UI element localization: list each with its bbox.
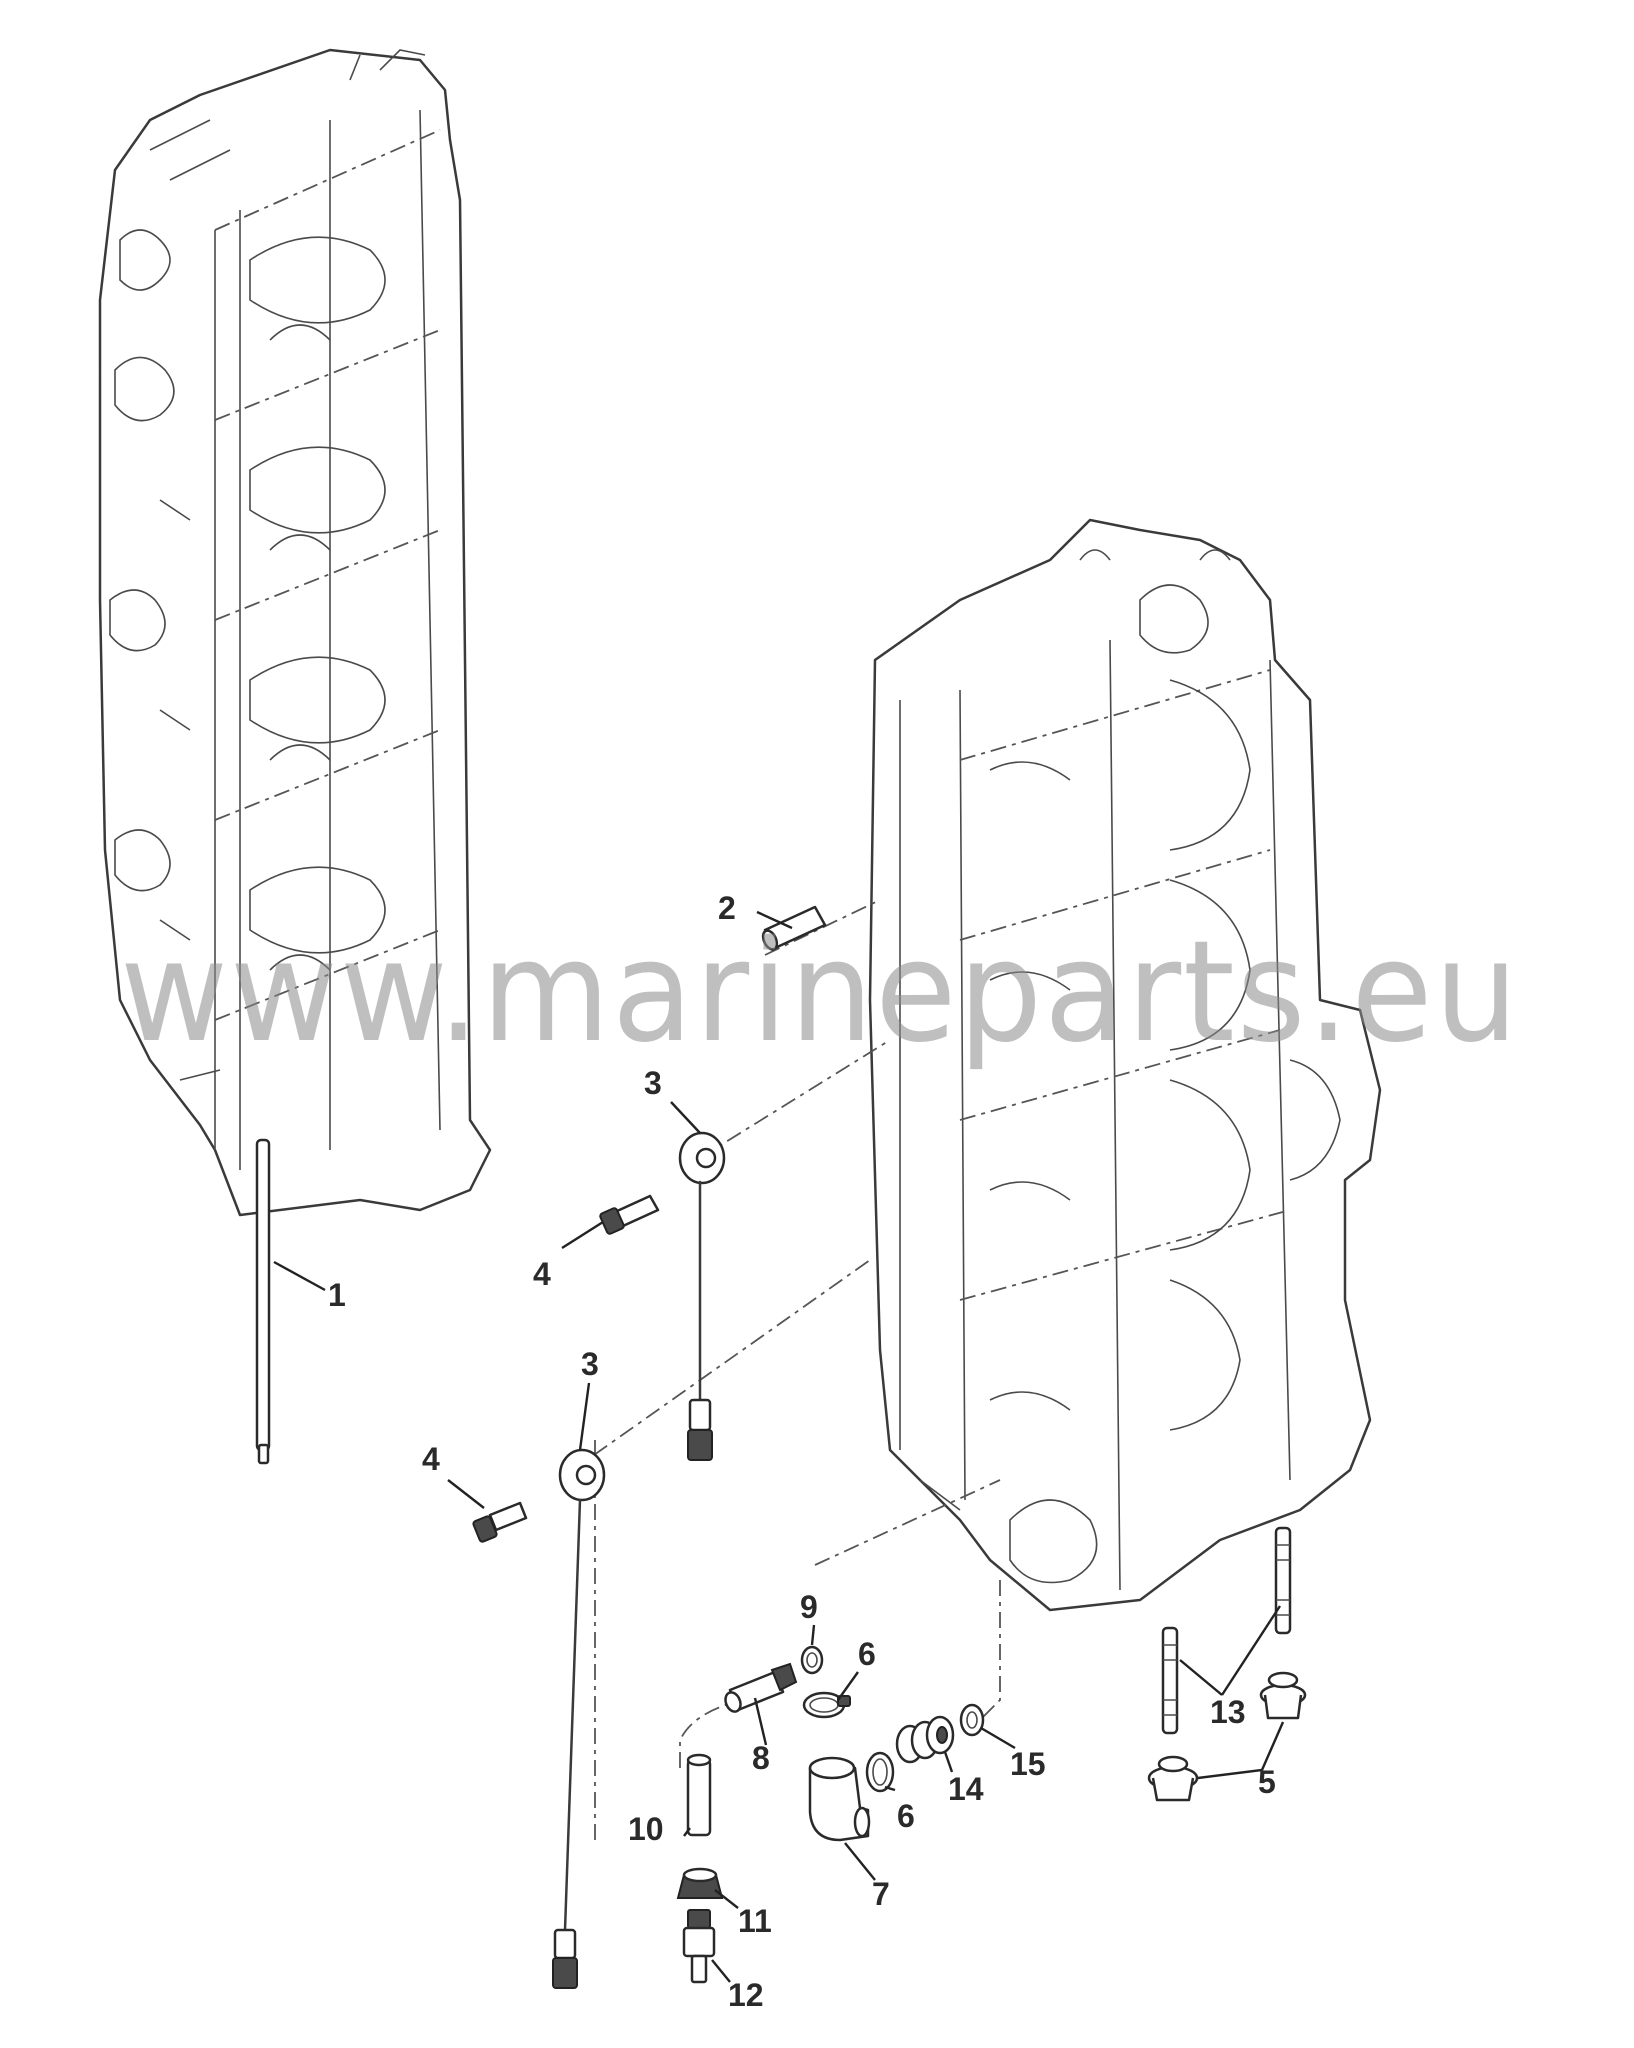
callout-1: 1 xyxy=(328,1277,346,1313)
watermark-text: www.marineparts.eu xyxy=(120,911,1520,1074)
callout-2: 2 xyxy=(718,890,736,926)
part-3-knock-sensor-lower xyxy=(552,1448,606,1989)
part-5-plug-upper xyxy=(1259,1671,1307,1720)
callout-6-upper: 6 xyxy=(858,1636,876,1672)
part-5-plug-lower xyxy=(1147,1755,1199,1802)
part-14-threaded-fitting xyxy=(895,1715,955,1764)
callout-9: 9 xyxy=(800,1589,818,1625)
part-7-elbow-hose xyxy=(808,1756,871,1842)
part-4-bolt-upper xyxy=(599,1194,660,1235)
callout-labels: 1 2 3 3 4 4 5 6 6 7 8 9 10 11 12 13 14 1… xyxy=(328,890,1276,2013)
callout-11: 11 xyxy=(738,1903,772,1939)
callout-3-upper: 3 xyxy=(644,1065,662,1101)
callout-10: 10 xyxy=(628,1811,664,1847)
part-6-clamp-upper xyxy=(802,1691,851,1719)
part-9-o-ring xyxy=(800,1645,824,1675)
callout-8: 8 xyxy=(752,1740,770,1776)
callout-3-lower: 3 xyxy=(581,1346,599,1382)
assembly-lines xyxy=(593,899,1001,1840)
part-8-fitting xyxy=(724,1662,798,1713)
part-6-clamp-lower xyxy=(865,1751,895,1793)
callout-5: 5 xyxy=(1258,1764,1276,1800)
callout-15: 15 xyxy=(1010,1746,1046,1782)
part-3-knock-sensor-upper xyxy=(678,1131,726,1461)
part-15-washer xyxy=(959,1703,985,1737)
callout-4-upper: 4 xyxy=(533,1256,551,1292)
callout-12: 12 xyxy=(728,1977,764,2013)
part-4-bolt-lower xyxy=(472,1501,528,1543)
leader-lines xyxy=(273,910,1285,1983)
part-13-stud-right xyxy=(1274,1526,1292,1635)
callout-13: 13 xyxy=(1210,1694,1246,1730)
part-12-temperature-sensor xyxy=(682,1909,716,1984)
callout-6-lower: 6 xyxy=(897,1798,915,1834)
part-11-clamp xyxy=(676,1867,724,1899)
callout-4-lower: 4 xyxy=(422,1441,440,1477)
part-13-stud-left xyxy=(1161,1626,1179,1735)
part-10-hose xyxy=(686,1753,712,1837)
callout-14: 14 xyxy=(948,1771,984,1807)
right-cylinder-block xyxy=(868,518,1382,1612)
left-cylinder-block xyxy=(98,48,492,1217)
part-2-dowel-pin xyxy=(761,905,827,951)
callout-7: 7 xyxy=(872,1876,890,1912)
part-1-long-stud xyxy=(255,1138,271,1465)
